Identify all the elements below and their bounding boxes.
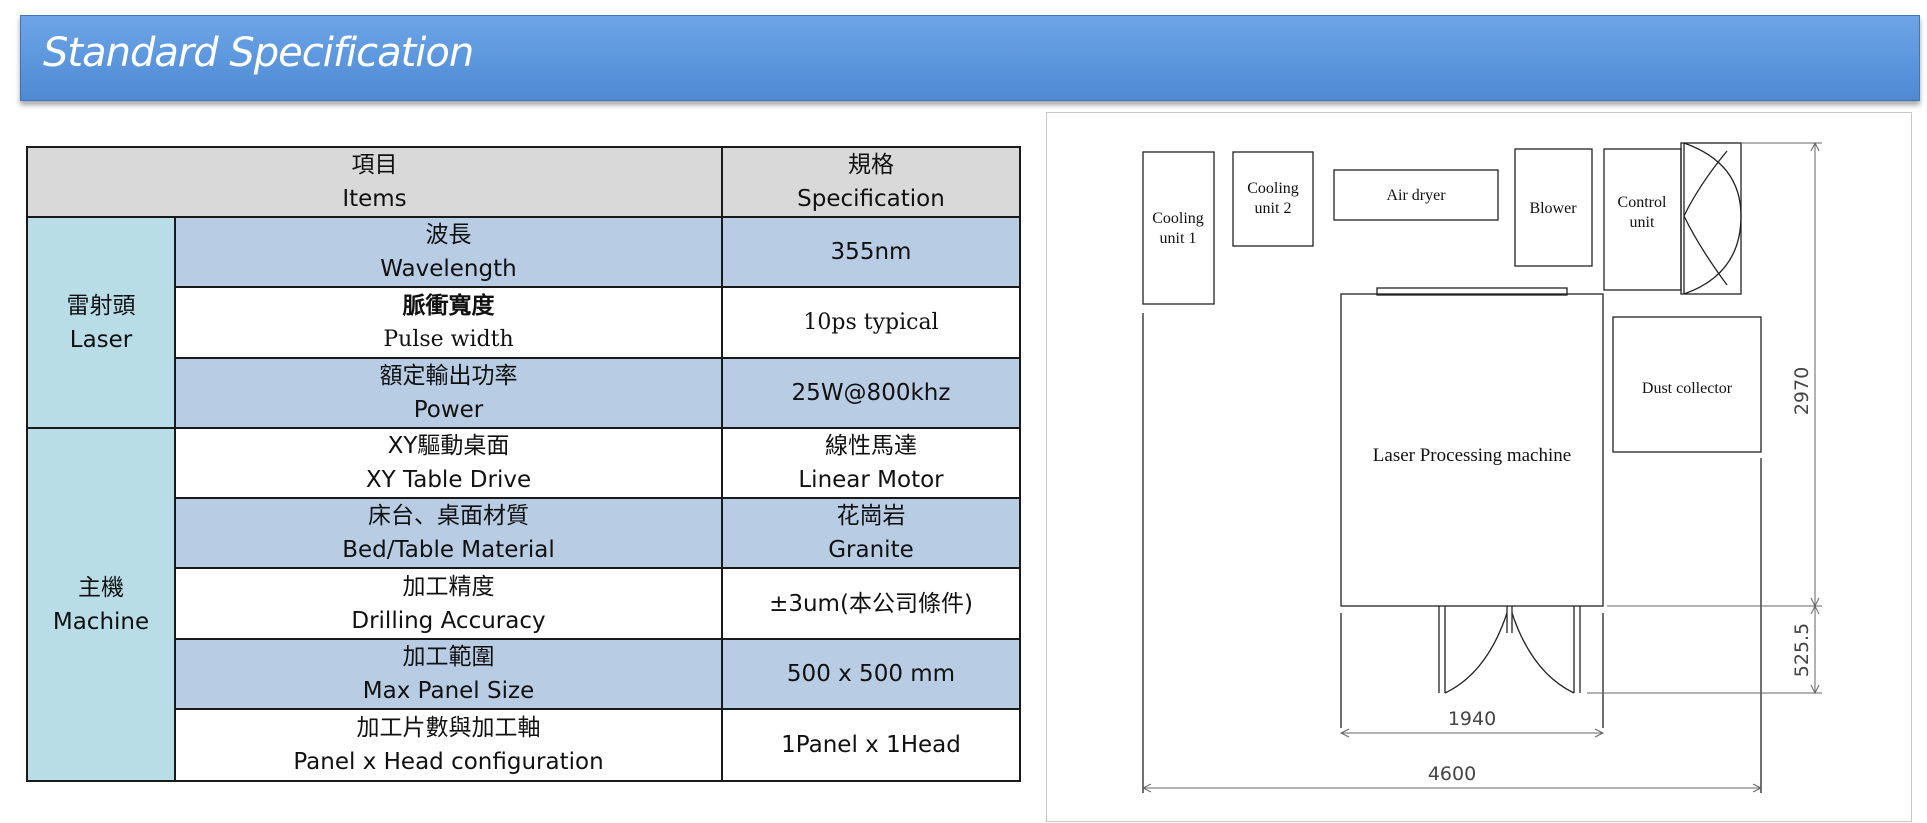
spec-cell: 355nm [721, 216, 1021, 288]
title-banner: Standard Specification [20, 15, 1920, 101]
spec-value-en: Linear Motor [798, 467, 944, 493]
table-row: 床台、桌面材質 Bed/Table Material 花崗岩 Granite [27, 497, 1021, 569]
spec-value-zh: 線性馬達 [825, 433, 917, 459]
item-zh: 額定輸出功率 [379, 363, 518, 389]
group-machine: 主機 Machine [26, 427, 176, 782]
item-cell: 額定輸出功率 Power [174, 357, 723, 429]
item-cell: XY驅動桌面 XY Table Drive [174, 427, 723, 499]
spec-value: 355nm [830, 239, 912, 265]
spec-cell: 花崗岩 Granite [721, 497, 1021, 569]
laser-machine-top-rail [1376, 287, 1568, 296]
spec-value-en: Granite [828, 537, 914, 563]
item-zh: 床台、桌面材質 [368, 503, 529, 529]
item-zh: 加工範圍 [402, 644, 495, 670]
item-cell: 床台、桌面材質 Bed/Table Material [174, 497, 723, 569]
item-cell: 加工精度 Drilling Accuracy [174, 567, 723, 640]
control-unit-label-line2: unit [1630, 214, 1655, 231]
table-row: 脈衝寬度 Pulse width 10ps typical [27, 286, 1021, 359]
laser-machine-label: Laser Processing machine [1373, 445, 1571, 466]
laser-machine-box [1340, 293, 1604, 607]
bottom-door-icon [1438, 606, 1581, 694]
table-row: 額定輸出功率 Power 25W@800khz [27, 357, 1021, 429]
item-cell: 脈衝寬度 Pulse width [174, 286, 723, 359]
cooling-unit-1-box [1142, 151, 1215, 305]
spec-value: 10ps typical [803, 309, 939, 335]
dimension-total-width: 4600 [1428, 763, 1476, 785]
spec-header-en: Specification [797, 186, 945, 212]
spec-header: 規格 Specification [721, 146, 1021, 218]
spec-value: 500 x 500 mm [786, 661, 956, 687]
table-row: 主機 Machine XY驅動桌面 XY Table Drive 線性馬達 Li… [26, 427, 1021, 782]
group-label-zh: 雷射頭 [66, 292, 136, 319]
blower-label: Blower [1529, 200, 1577, 217]
group-laser: 雷射頭 Laser [26, 216, 176, 429]
page-title: Standard Specification [43, 30, 474, 76]
spec-value: 1Panel x 1Head [781, 732, 961, 758]
item-en: Wavelength [380, 256, 517, 282]
spec-cell: 25W@800khz [721, 357, 1021, 429]
dimension-door-depth: 525.5 [1791, 623, 1813, 677]
top-right-door-icon [1680, 142, 1742, 295]
table-row: 加工片數與加工軸 Panel x Head configuration 1Pan… [27, 708, 1021, 782]
cooling-unit-2-label-line2: unit 2 [1255, 200, 1292, 217]
item-cell: 加工片數與加工軸 Panel x Head configuration [174, 708, 723, 782]
floor-layout-diagram: Cooling unit 1 Cooling unit 2 Air dryer … [1141, 141, 1822, 793]
air-dryer-label: Air dryer [1386, 187, 1446, 204]
item-zh: 加工精度 [402, 573, 495, 600]
dust-collector-label: Dust collector [1642, 380, 1733, 397]
item-en: Bed/Table Material [342, 537, 555, 563]
item-en: Panel x Head configuration [293, 749, 604, 775]
cooling-unit-1-label-line1: Cooling [1152, 210, 1204, 227]
table-row: 雷射頭 Laser 波長 Wavelength 355nm [26, 216, 1021, 429]
dust-collector-box [1612, 316, 1762, 453]
group-label-en: Machine [52, 608, 150, 635]
dimension-height-total: 2970 [1791, 367, 1813, 415]
group-label-zh: 主機 [78, 574, 124, 601]
dimension-machine-width: 1940 [1448, 708, 1496, 730]
table-row: 加工範圍 Max Panel Size 500 x 500 mm [27, 638, 1021, 710]
item-cell: 波長 Wavelength [174, 216, 723, 288]
cooling-unit-2-label-line1: Cooling [1247, 180, 1299, 197]
item-zh: 波長 [425, 222, 472, 248]
cooling-unit-2-box [1232, 151, 1314, 247]
items-header-zh: 項目 [351, 152, 398, 178]
air-dryer-box [1333, 169, 1499, 221]
table-row: 加工精度 Drilling Accuracy ±3um(本公司條件) [27, 567, 1021, 640]
blower-box [1514, 148, 1593, 267]
specification-table: 項目 Items 規格 Specification 雷射頭 Laser 波長 W… [26, 146, 1021, 782]
layout-diagram-panel: Cooling unit 1 Cooling unit 2 Air dryer … [1046, 112, 1912, 822]
group-label-en: Laser [69, 326, 133, 353]
items-header: 項目 Items [26, 146, 723, 218]
item-en: XY Table Drive [365, 467, 532, 493]
item-en: Drilling Accuracy [351, 607, 546, 634]
spec-cell: 1Panel x 1Head [721, 708, 1021, 782]
items-header-en: Items [342, 186, 407, 212]
spec-value-zh: 花崗岩 [836, 503, 906, 529]
spec-cell: 500 x 500 mm [721, 638, 1021, 710]
item-cell: 加工範圍 Max Panel Size [174, 638, 723, 710]
dimension-lines [1141, 141, 1822, 793]
item-en: Max Panel Size [362, 678, 535, 704]
item-en: Pulse width [383, 326, 514, 352]
spec-cell: ±3um(本公司條件) [721, 567, 1021, 640]
control-unit-label-line1: Control [1618, 194, 1667, 211]
spec-value: 25W@800khz [791, 380, 951, 406]
item-en: Power [413, 397, 484, 423]
cooling-unit-1-label-line2: unit 1 [1160, 230, 1197, 247]
table-header-row: 項目 Items 規格 Specification [26, 146, 1021, 218]
spec-cell: 10ps typical [721, 286, 1021, 359]
item-zh: XY驅動桌面 [387, 433, 510, 459]
spec-header-zh: 規格 [848, 152, 894, 178]
spec-value: ±3um(本公司條件) [769, 590, 973, 617]
spec-cell: 線性馬達 Linear Motor [721, 427, 1021, 499]
item-zh: 加工片數與加工軸 [356, 715, 541, 741]
item-zh: 脈衝寬度 [402, 292, 495, 319]
